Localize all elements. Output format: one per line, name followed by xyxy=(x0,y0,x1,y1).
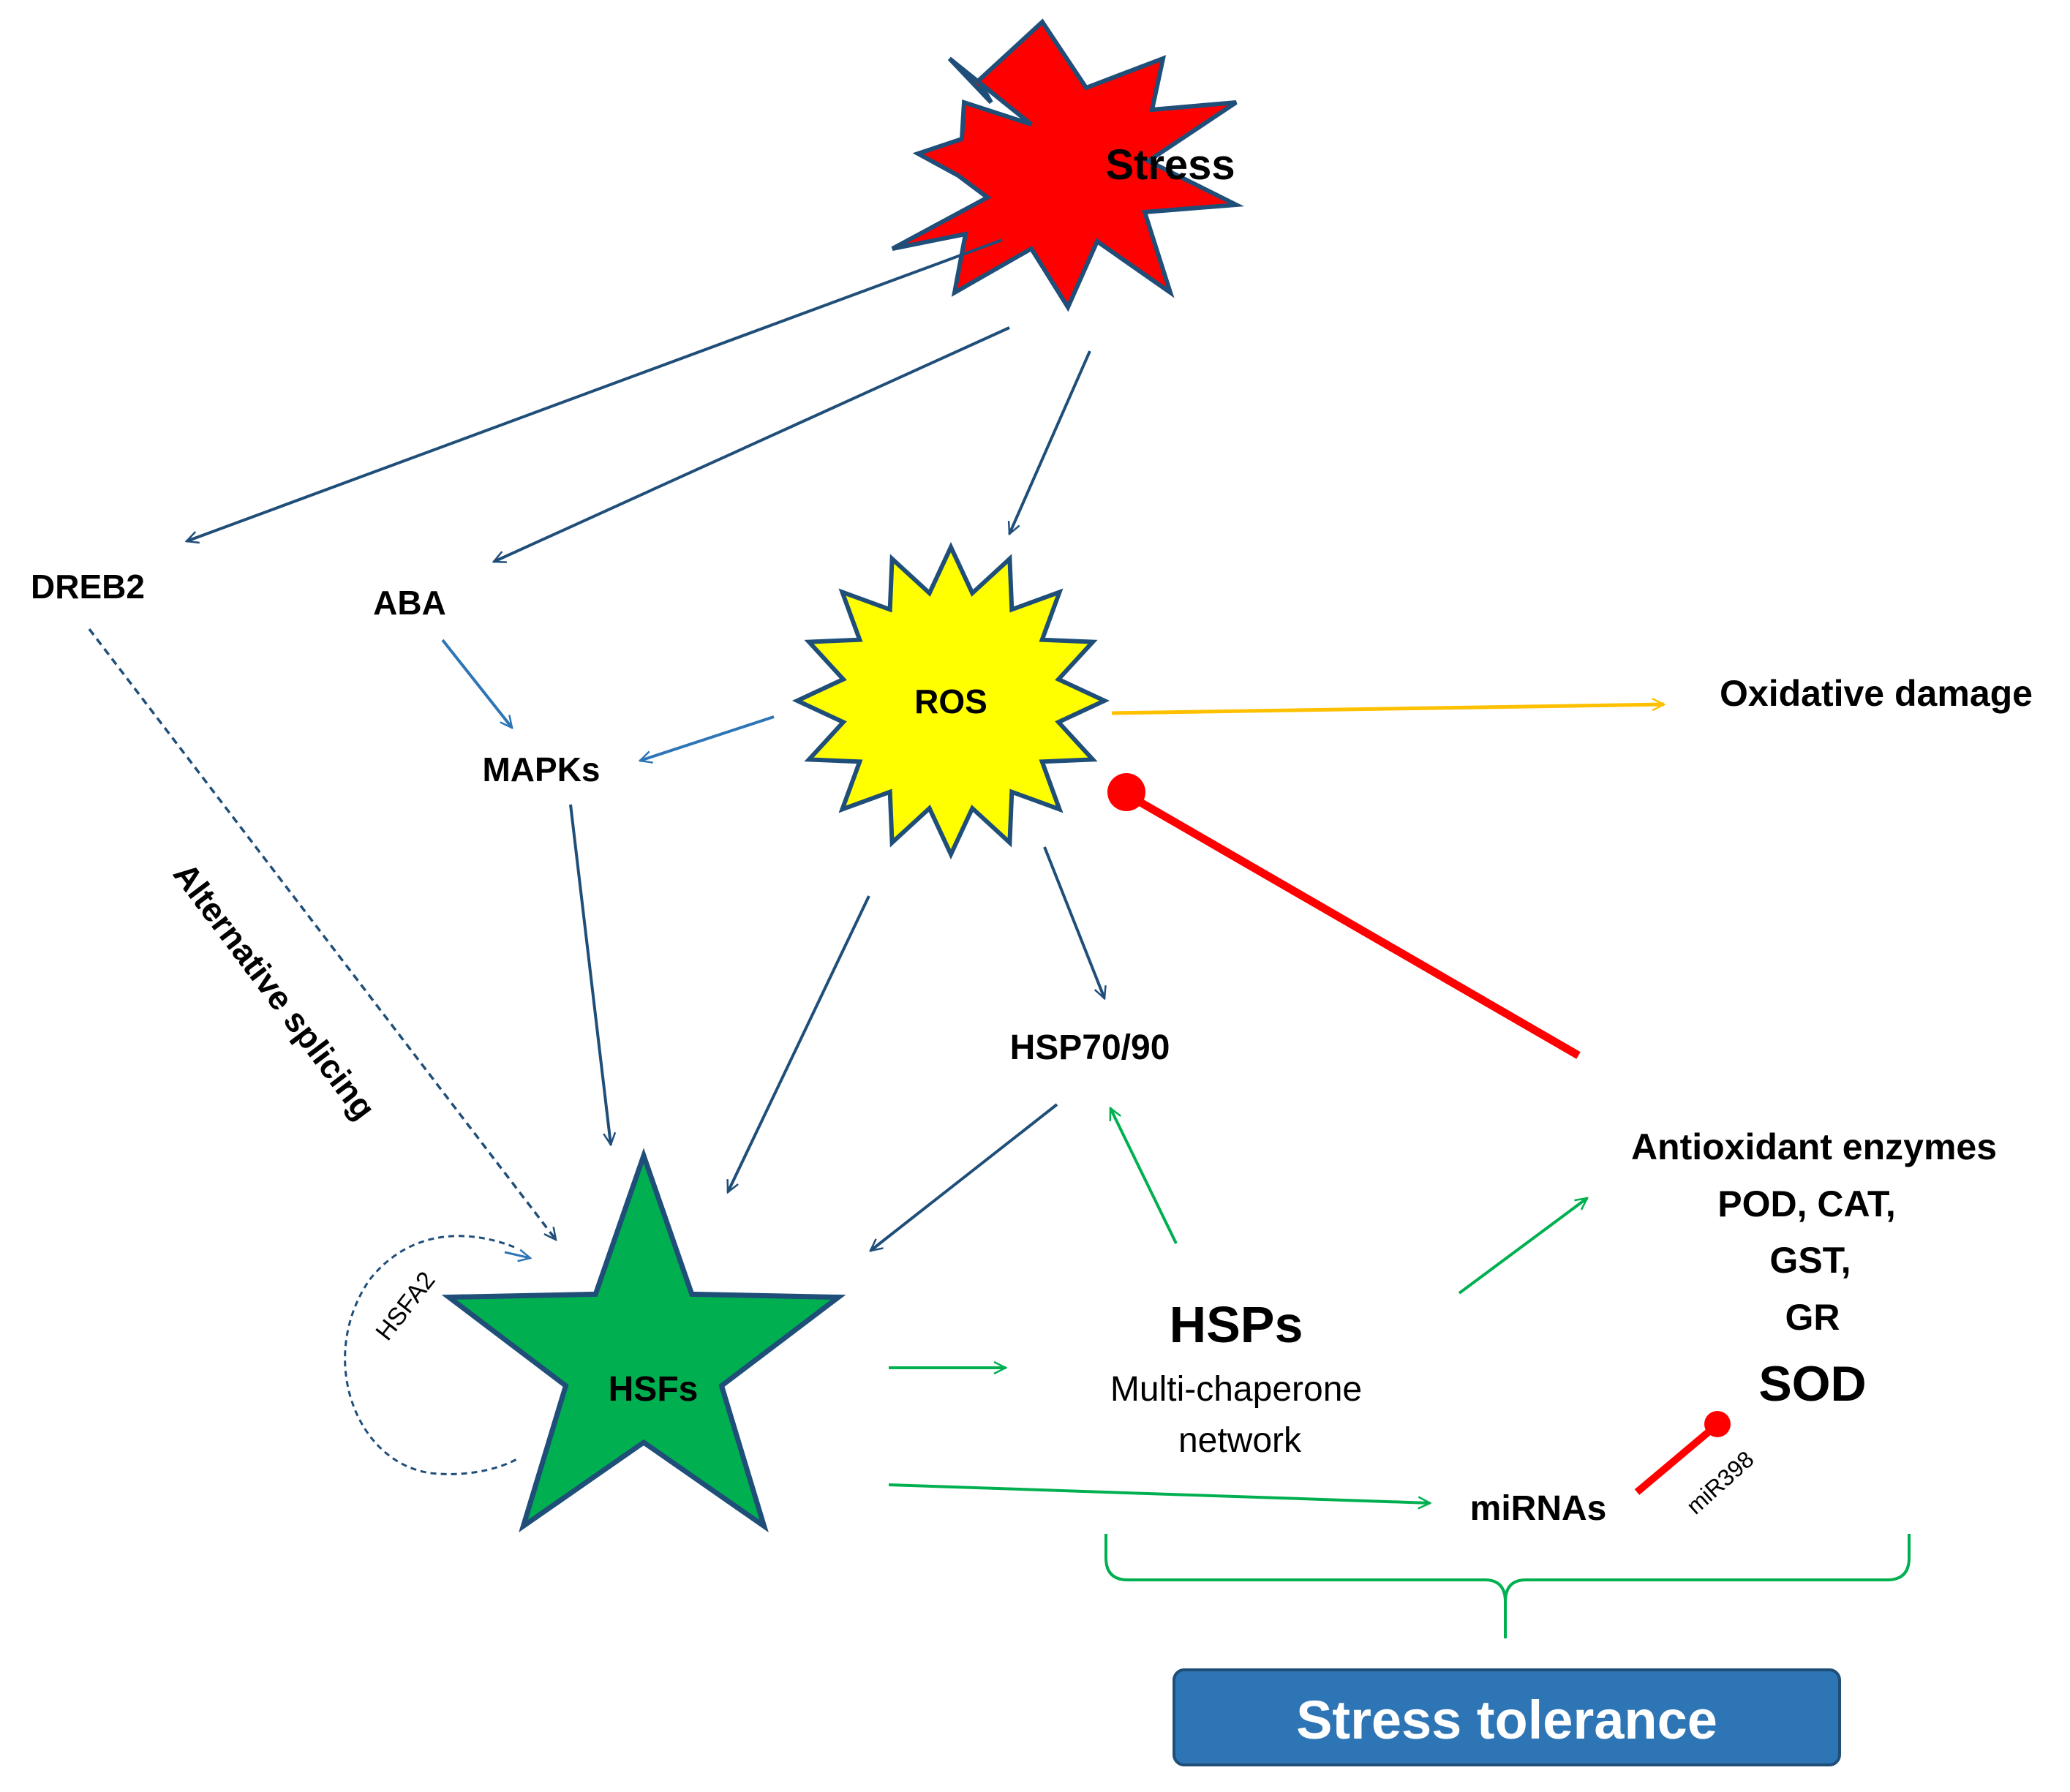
stress-burst-shape xyxy=(891,18,1244,312)
alternative-splicing-label: Alternative splicing xyxy=(166,856,383,1126)
inhibit-mir398-to-sod xyxy=(1634,1423,1718,1495)
stress-tolerance-label: Stress tolerance xyxy=(1296,1690,1717,1750)
arrow-hsps-to-hsp7090 xyxy=(1109,1108,1178,1244)
mapks-label: MAPKs xyxy=(482,750,600,788)
arrow-hsp7090-to-hsfs xyxy=(870,1103,1058,1251)
ros-label: ROS xyxy=(914,682,987,720)
inhibit-ros-end-dot xyxy=(1107,773,1145,811)
dreb2-label: DREB2 xyxy=(31,568,145,606)
arrow-ros-to-hsp7090 xyxy=(1043,846,1104,998)
hsfs-label: HSFs xyxy=(609,1370,699,1409)
mirnas-label: miRNAs xyxy=(1470,1489,1607,1528)
hsfs-star-shape xyxy=(441,1148,846,1533)
hsfa2-loop xyxy=(344,1235,520,1475)
arrow-hsps-to-antioxidant xyxy=(1458,1198,1587,1295)
hsps-subtitle-line2: network xyxy=(1178,1421,1302,1460)
mir398-label: miR398 xyxy=(1682,1446,1759,1520)
stress-tolerance-box xyxy=(1173,1668,1841,1766)
dashed-arrow-dreb2-to-hsfs xyxy=(88,628,556,1240)
enzymes-line1: POD, CAT, xyxy=(1717,1183,1896,1224)
hsp7090-label: HSP70/90 xyxy=(1010,1028,1170,1067)
inhibit-antioxidant-to-ros xyxy=(1126,791,1581,1059)
hsfa2-loop-arrowhead-stem xyxy=(504,1252,530,1258)
ros-starburst-shape xyxy=(791,541,1110,860)
arrow-ros-to-hsfs xyxy=(726,895,870,1192)
enzymes-line2: GST, xyxy=(1769,1240,1851,1281)
hsfa2-label: HSFA2 xyxy=(370,1267,440,1346)
inhibit-sod-end-dot xyxy=(1704,1411,1731,1437)
arrow-stress-to-aba xyxy=(494,326,1010,562)
sod-label: SOD xyxy=(1758,1356,1866,1412)
arrow-mapks-to-hsfs xyxy=(569,804,611,1145)
arrow-ros-to-oxidative-damage xyxy=(1111,704,1664,715)
hsps-subtitle-line1: Multi-chaperone xyxy=(1110,1370,1362,1409)
arrow-ros-to-mapks xyxy=(640,715,775,761)
stress-tolerance-bracket xyxy=(1104,1534,1911,1638)
arrow-stress-to-dreb2 xyxy=(187,238,1003,541)
oxidative-damage-label: Oxidative damage xyxy=(1720,673,2033,714)
enzymes-line3: GR xyxy=(1785,1297,1840,1338)
antioxidant-enzymes-label: Antioxidant enzymes xyxy=(1631,1126,1997,1167)
arrow-stress-to-ros xyxy=(1009,350,1091,534)
stress-label: Stress xyxy=(1105,141,1235,189)
arrow-hsfs-to-mirnas xyxy=(888,1483,1430,1503)
aba-label: ABA xyxy=(373,584,446,622)
hsps-label: HSPs xyxy=(1170,1296,1303,1353)
arrow-aba-to-mapks xyxy=(441,639,512,728)
